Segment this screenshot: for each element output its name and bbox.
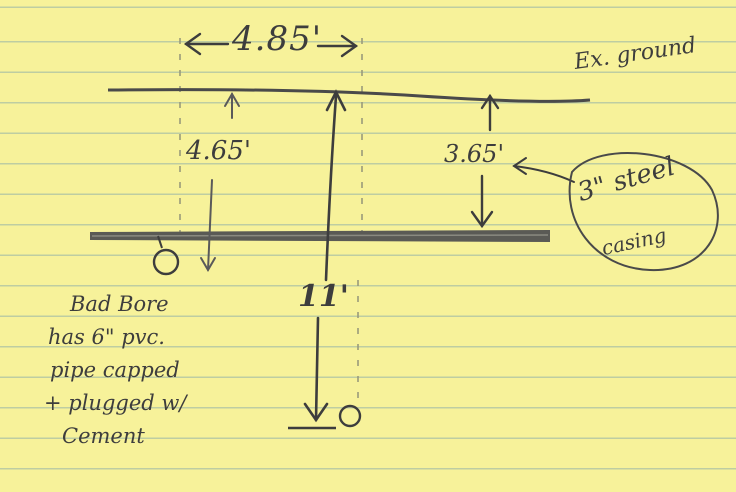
right-depth-arrowhead-up [480,93,500,110]
bad-bore-note: Bad Bore has 6" pvc. pipe capped + plugg… [44,288,186,453]
callout-leader-arrowhead [512,157,527,175]
guide-lines [179,38,363,400]
note-line: + plugged w/ [44,391,187,415]
left-depth-arrow [200,92,240,272]
center-depth-arrowhead-up [325,89,347,112]
width-arrowhead-right [340,34,359,58]
left-depth-lower-shaft [207,179,213,271]
center-depth-upper-shaft [324,94,338,282]
note-line: pipe capped [50,358,180,382]
existing-ground-line [107,88,591,103]
right-depth-arrow [470,93,500,229]
callout-leader-arrow [512,157,575,183]
note-line: Bad Bore [70,292,169,316]
center-depth-lower-shaft [314,316,320,422]
left-depth-arrowhead-down [200,257,216,272]
center-depth-arrowhead-down [303,402,329,423]
casing-callout-bubble [568,152,719,272]
casing-highlight [91,234,549,237]
bad-bore-stem [157,235,163,249]
width-dimension-arrow [183,32,359,58]
right-depth-arrowhead-down [470,210,494,229]
bad-bore-circle [152,248,180,276]
width-arrowhead-left [183,32,202,56]
steel-casing [90,230,550,242]
right-depth-label: 3.65' [444,140,505,168]
callout-leader-line [513,165,575,183]
center-depth-label: 11' [298,279,349,314]
note-line: has 6" pvc. [48,325,165,349]
bottom-circle [338,404,362,428]
note-line: Cement [62,424,145,448]
center-depth-arrow [303,89,347,423]
left-depth-arrowhead-up [224,92,240,107]
left-depth-label: 4.65' [186,136,252,166]
width-dimension-label: 4.85' [232,19,323,59]
